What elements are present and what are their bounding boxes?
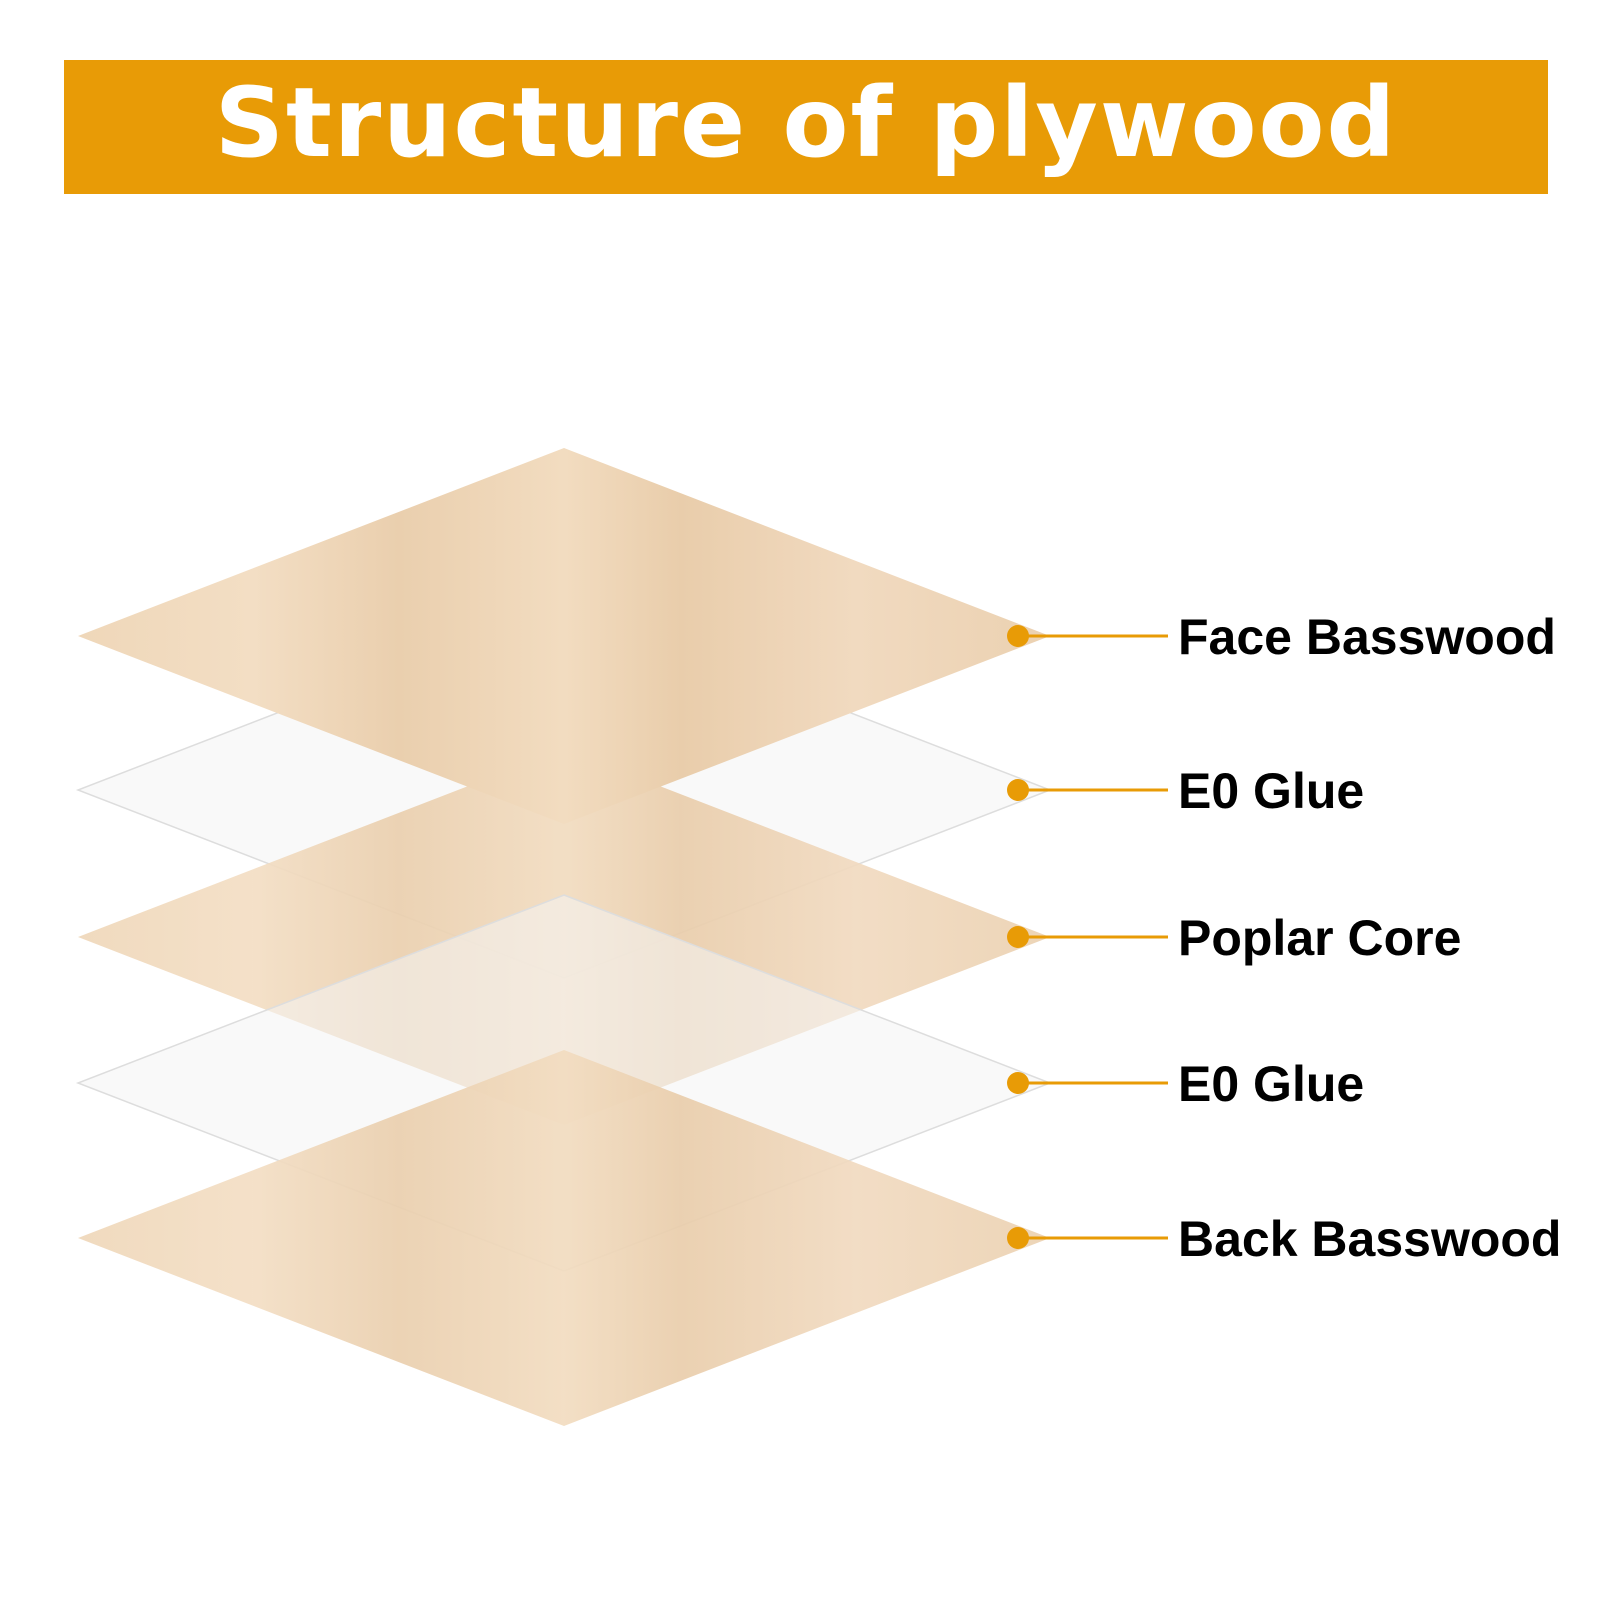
title-banner: Structure of plywood	[64, 60, 1548, 194]
layer-label: Poplar Core	[1178, 910, 1461, 966]
wood-layer-sheet	[78, 448, 1050, 824]
wood-layer-sheet	[78, 1050, 1050, 1426]
layer-label: E0 Glue	[1178, 1056, 1364, 1112]
callout-dot	[1007, 1227, 1029, 1249]
page-title: Structure of plywood	[214, 67, 1398, 179]
layer-label: E0 Glue	[1178, 763, 1364, 819]
callout-dot	[1007, 625, 1029, 647]
layer-label: Face Basswood	[1178, 609, 1556, 665]
callout-dot	[1007, 779, 1029, 801]
callout-dot	[1007, 1072, 1029, 1094]
callout-dot	[1007, 926, 1029, 948]
layer-label: Back Basswood	[1178, 1211, 1561, 1267]
